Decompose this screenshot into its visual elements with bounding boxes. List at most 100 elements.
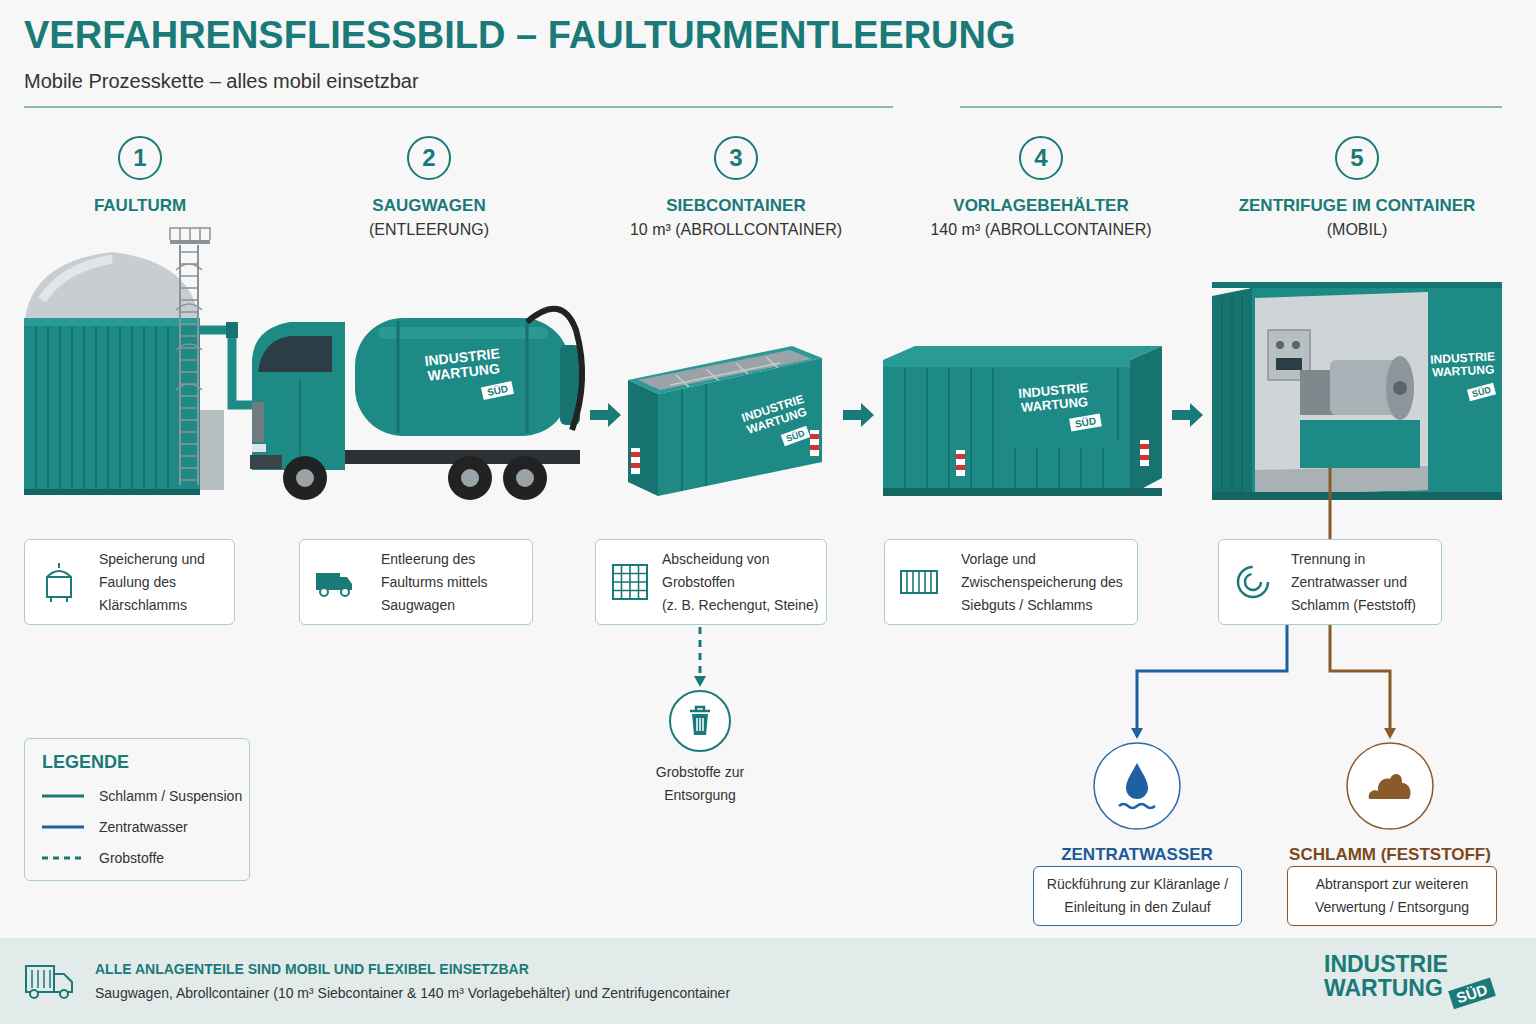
step-number: 5: [1335, 136, 1379, 180]
circle-icon-part: [1347, 743, 1433, 829]
step-heading: 10 m³ (ABROLLCONTAINER): [586, 221, 886, 239]
box-text: Trennung in Zentratwasser und Schlamm (F…: [1291, 548, 1433, 617]
faulturm-illustration-part: [170, 240, 210, 244]
zentrifugencontainer-illustration-part: [1255, 466, 1428, 494]
saugwagen-illustration-part: [296, 469, 314, 487]
legend-sample-line: [42, 857, 84, 860]
faulturm-illustration-part: [36, 326, 168, 489]
siebcontainer-illustration-part: [631, 452, 640, 457]
faulturm-illustration-part: [176, 264, 202, 390]
arrow-head: [1131, 728, 1143, 739]
output-box: Rückführung zur Kläranlage / Einleitung …: [1033, 866, 1242, 926]
step-number: 4: [1019, 136, 1063, 180]
connector-line: [1330, 625, 1390, 729]
siebcontainer-illustration-part: [628, 380, 658, 496]
box-icon-part: [613, 565, 647, 599]
step-number-text: 1: [133, 144, 146, 172]
zentrifugencontainer-illustration-part: [1255, 292, 1428, 494]
saugwagen-illustration-part: [527, 309, 582, 430]
vorlagebehaelter-illustration-part: [1140, 455, 1149, 460]
saugwagen-illustration-part: [252, 444, 266, 452]
step-number: 2: [407, 136, 451, 180]
saugwagen-illustration-part: [378, 327, 548, 339]
process-box: Abscheidung von Grobstoffen(z. B. Rechen…: [595, 539, 827, 625]
circle-icon: [1345, 741, 1435, 831]
circle-icon-part: [670, 691, 730, 751]
box-icon-part: [341, 588, 349, 596]
circle-icon: [1092, 741, 1182, 831]
siebcontainer-illustration: [628, 346, 822, 496]
zentrifugencontainer-illustration-part: [1212, 492, 1502, 500]
box-icon-part: [901, 571, 937, 593]
box-icon-part: [47, 571, 71, 597]
saugwagen-illustration-part: [503, 456, 547, 500]
output-circle: SCHLAMM (FESTSTOFF): [1270, 741, 1510, 866]
band-text: ALLE ANLAGENTEILE SIND MOBIL UND FLEXIBE…: [95, 960, 1536, 978]
step-heading: (MOBIL): [1207, 221, 1507, 239]
saugwagen-illustration-part: [283, 456, 327, 500]
circle-icon-part: [690, 707, 710, 711]
flow-connector: [694, 627, 706, 687]
zentrifugencontainer-illustration-part: [1292, 341, 1300, 349]
box-icon: [610, 562, 650, 602]
process-box: Trennung in Zentratwasser und Schlamm (F…: [1218, 539, 1442, 625]
box-icon: [314, 565, 354, 599]
vorlagebehaelter-illustration-part: [883, 360, 1130, 367]
legend-title: LEGENDE: [42, 752, 129, 773]
box-text: Abscheidung von Grobstoffen: [662, 548, 822, 594]
title-rule: [24, 107, 1502, 108]
siebcontainer-illustration-part: [682, 384, 706, 491]
faulturm-illustration-part: [24, 489, 200, 495]
faulturm-illustration-part: [200, 410, 224, 490]
siebcontainer-illustration-part: [658, 358, 822, 496]
saugwagen-illustration-part: [398, 321, 527, 433]
legend-row: Schlamm / Suspension: [42, 786, 242, 806]
vorlagebehaelter-illustration-part: [956, 465, 965, 470]
vorlagebehaelter-illustration-part: [883, 346, 1162, 360]
flow-connector: [1131, 625, 1287, 739]
connector-line: [699, 627, 702, 677]
box-icon-part: [1245, 574, 1261, 590]
legend-row: Grobstoffe: [42, 848, 164, 868]
zentrifugencontainer-illustration-part: [1212, 282, 1502, 288]
faulturm-illustration-part: [180, 252, 198, 480]
box-icon-part: [907, 571, 931, 593]
faulturm-illustration-part: [170, 228, 210, 240]
legend-sample: [42, 793, 84, 799]
legend-row: Zentratwasser: [42, 817, 188, 837]
saugwagen-illustration: [250, 309, 582, 500]
step-heading: ZENTRIFUGE IM CONTAINER: [1207, 196, 1507, 216]
zentrifugencontainer-illustration-part: [1386, 356, 1414, 420]
box-text: Entleerung des Faulturms mittels Saugwag…: [381, 548, 524, 617]
box-text: Rückführung zur Kläranlage / Einleitung …: [1042, 873, 1233, 919]
vorlagebehaelter-illustration-part: [883, 360, 1130, 495]
circle-caption: Grobstoffe zur Entsorgung: [620, 761, 780, 807]
faulturm-illustration-part: [42, 259, 112, 300]
legend-sample-line: [42, 826, 84, 829]
siebcontainer-illustration-part: [810, 434, 819, 439]
zentrifugencontainer-illustration-part: [1300, 420, 1420, 468]
siebcontainer-illustration-part: [631, 448, 640, 474]
band-icon: [24, 960, 74, 1000]
step-heading: (ENTLEERUNG): [279, 221, 579, 239]
process-box: Entleerung des Faulturms mittels Saugwag…: [299, 539, 533, 625]
siebcontainer-illustration-part: [810, 430, 819, 456]
box-text: (z. B. Rechengut, Steine): [662, 594, 822, 617]
saugwagen-illustration-part: [250, 455, 282, 469]
saugwagen-illustration-part: [252, 402, 264, 442]
zentrifugencontainer-illustration-part: [1300, 370, 1335, 415]
process-box: Vorlage und Zwischenspeicherung des Sieb…: [884, 539, 1138, 625]
step-number-text: 3: [729, 144, 742, 172]
faulturm-illustration-part: [24, 322, 200, 495]
step-heading: SAUGWAGEN: [279, 196, 579, 216]
flow-arrow-part: [1172, 403, 1203, 427]
zentrifugencontainer-illustration-part: [1222, 296, 1242, 494]
diagram-title: VERFAHRENSFLIESSBILD – FAULTURMENTLEERUN…: [24, 14, 1016, 57]
title-rule-part: [24, 106, 1502, 107]
legend-sample-line: [42, 795, 84, 798]
flow-connector: [1330, 625, 1396, 739]
circle-caption: SCHLAMM (FESTSTOFF): [1289, 843, 1491, 866]
box-icon-part: [320, 588, 328, 596]
circle-icon-part: [692, 714, 708, 735]
zentrifugencontainer-illustration-part: [1276, 358, 1302, 370]
